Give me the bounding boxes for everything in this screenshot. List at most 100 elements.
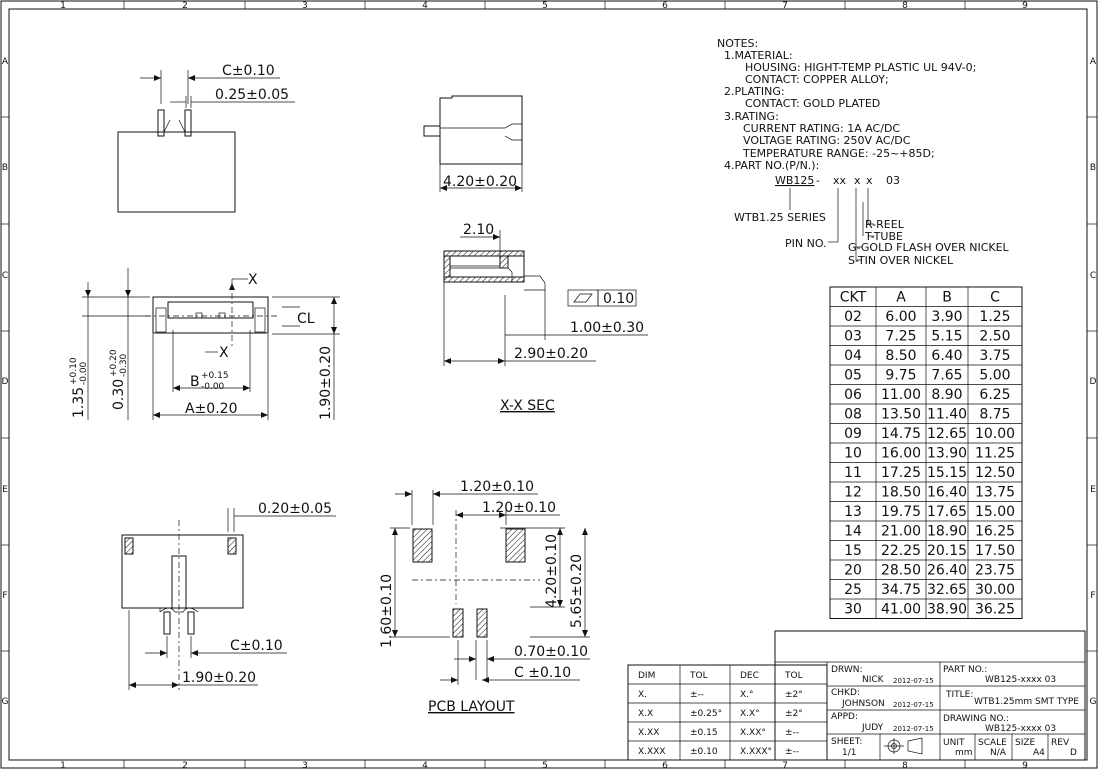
part-code-x1: x bbox=[854, 174, 861, 187]
drawing-no-label: DRAWING NO.: bbox=[943, 714, 1009, 724]
ckt-cell: 04 bbox=[844, 348, 862, 364]
tol-cell: X.° bbox=[740, 690, 754, 700]
chkd-label: CHKD: bbox=[831, 688, 860, 698]
grid-column-label: 6 bbox=[662, 761, 668, 770]
x-marker-bottom: X bbox=[219, 345, 229, 361]
grid-column-label: 9 bbox=[1022, 1, 1028, 11]
ckt-cell: 16.25 bbox=[975, 524, 1015, 540]
tol-cell: X.X bbox=[638, 709, 653, 719]
grid-column-label: 1 bbox=[60, 761, 66, 770]
side-view: 4.20±0.20 bbox=[423, 95, 523, 192]
dim-section-210: 2.10 bbox=[463, 222, 494, 238]
ckt-header-cell: C bbox=[990, 290, 1000, 306]
dim-b-tol-plus: +0.15 bbox=[201, 371, 229, 381]
tol-header-cell: TOL bbox=[689, 671, 708, 681]
ckt-cell: 21.00 bbox=[881, 524, 921, 540]
ckt-cell: 22.25 bbox=[881, 543, 921, 559]
top-view: C±0.10 0.25±0.05 bbox=[117, 63, 295, 213]
note-line: 4.PART NO.(P/N.): bbox=[724, 159, 819, 172]
tol-cell: ±0.10 bbox=[690, 747, 718, 757]
callout-series: WTB1.25 SERIES bbox=[734, 211, 826, 224]
ckt-cell: 32.65 bbox=[927, 582, 967, 598]
dim-a: A±0.20 bbox=[185, 401, 237, 417]
ckt-cell: 10.00 bbox=[975, 426, 1015, 442]
ckt-cell: 02 bbox=[844, 309, 862, 325]
ckt-cell: 11.00 bbox=[881, 387, 921, 403]
ckt-cell: 30 bbox=[844, 602, 862, 618]
dim-b: B bbox=[190, 374, 200, 390]
dim-030-tol-minus: -0.30 bbox=[119, 353, 129, 377]
flatness-value: 0.10 bbox=[603, 291, 634, 307]
dim-side-width: 4.20±0.20 bbox=[443, 174, 517, 190]
ckt-cell: 8.75 bbox=[979, 407, 1010, 423]
unit-value: mm bbox=[955, 748, 973, 758]
ckt-cell: 36.25 bbox=[975, 602, 1015, 618]
note-line: CONTACT: COPPER ALLOY; bbox=[745, 73, 889, 86]
drwn-date: 2012-07-15 bbox=[893, 677, 934, 685]
note-line: CONTACT: GOLD PLATED bbox=[745, 97, 880, 110]
ckt-cell: 28.50 bbox=[881, 563, 921, 579]
pcb-layout: 1.20±0.10 1.20±0.10 4.20±0.10 5.65±0.20 … bbox=[379, 479, 590, 715]
note-line: VOLTAGE RATING: 250V AC/DC bbox=[743, 134, 911, 147]
tol-cell: ±2° bbox=[785, 709, 803, 719]
sheet-value: 1/1 bbox=[842, 748, 856, 758]
grid-column-label: 8 bbox=[902, 761, 908, 770]
ckt-cell: 30.00 bbox=[975, 582, 1015, 598]
part-code-suffix: 03 bbox=[886, 174, 900, 187]
dim-section-290: 2.90±0.20 bbox=[514, 346, 588, 362]
centerline-mark: CL bbox=[297, 311, 315, 327]
grid-row-label: D bbox=[1090, 377, 1097, 387]
grid-column-label: 5 bbox=[542, 1, 548, 11]
grid-column-label: 6 bbox=[662, 1, 668, 11]
ckt-cell: 09 bbox=[844, 426, 862, 442]
note-line: 2.PLATING: bbox=[724, 85, 785, 98]
ckt-cell: 8.50 bbox=[885, 348, 916, 364]
dim-135: 1.35 bbox=[71, 387, 87, 418]
dim-pcb-160: 1.60±0.10 bbox=[379, 574, 395, 648]
ckt-cell: 1.25 bbox=[979, 309, 1010, 325]
grid-column-label: 1 bbox=[60, 1, 66, 11]
ckt-cell: 18.50 bbox=[881, 485, 921, 501]
tol-cell: X.XXX° bbox=[740, 747, 772, 757]
grid-row-label: C bbox=[2, 271, 8, 281]
tol-cell: X. bbox=[638, 690, 647, 700]
ckt-cell: 23.75 bbox=[975, 563, 1015, 579]
dim-pcb-565: 5.65±0.20 bbox=[569, 554, 585, 628]
grid-row-label: E bbox=[1090, 485, 1096, 495]
grid-row-label: B bbox=[2, 163, 8, 173]
grid-column-label: 8 bbox=[902, 1, 908, 11]
dim-bottom-190: 1.90±0.20 bbox=[182, 670, 256, 686]
ckt-cell: 18.90 bbox=[927, 524, 967, 540]
ckt-cell: 7.65 bbox=[931, 368, 962, 384]
ckt-cell: 05 bbox=[844, 368, 862, 384]
sheet-label: SHEET: bbox=[831, 737, 862, 747]
title-label: TITLE: bbox=[945, 690, 973, 700]
ckt-cell: 13 bbox=[844, 504, 862, 520]
ckt-cell: 06 bbox=[844, 387, 862, 403]
dim-135-tol-minus: -0.00 bbox=[79, 361, 89, 385]
note-line: HOUSING: HIGHT-TEMP PLASTIC UL 94V-0; bbox=[745, 61, 976, 74]
ckt-cell: 7.25 bbox=[885, 329, 916, 345]
note-line: 3.RATING: bbox=[724, 110, 779, 123]
tol-cell: ±-- bbox=[785, 747, 799, 757]
ckt-cell: 9.75 bbox=[885, 368, 916, 384]
grid-row-label: A bbox=[2, 57, 9, 67]
dim-bottom-020: 0.20±0.05 bbox=[258, 501, 332, 517]
ckt-cell: 19.75 bbox=[881, 504, 921, 520]
dim-b-tol-minus: -0.00 bbox=[201, 382, 225, 392]
grid-column-label: 5 bbox=[542, 761, 548, 770]
scale-value: N/A bbox=[990, 748, 1007, 758]
ckt-cell: 3.75 bbox=[979, 348, 1010, 364]
dim-030-group: 0.30 +0.20 -0.30 bbox=[109, 349, 129, 410]
section-label: X-X SEC bbox=[500, 398, 555, 414]
ckt-cell: 5.00 bbox=[979, 368, 1010, 384]
ckt-cell: 12 bbox=[844, 485, 862, 501]
size-value: A4 bbox=[1033, 748, 1045, 758]
dim-bottom-c: C±0.10 bbox=[230, 638, 283, 654]
appd-name: JUDY bbox=[861, 723, 884, 733]
grid-row-label: F bbox=[1090, 591, 1095, 601]
notes-block: NOTES: 1.MATERIAL: HOUSING: HIGHT-TEMP P… bbox=[717, 37, 1010, 267]
